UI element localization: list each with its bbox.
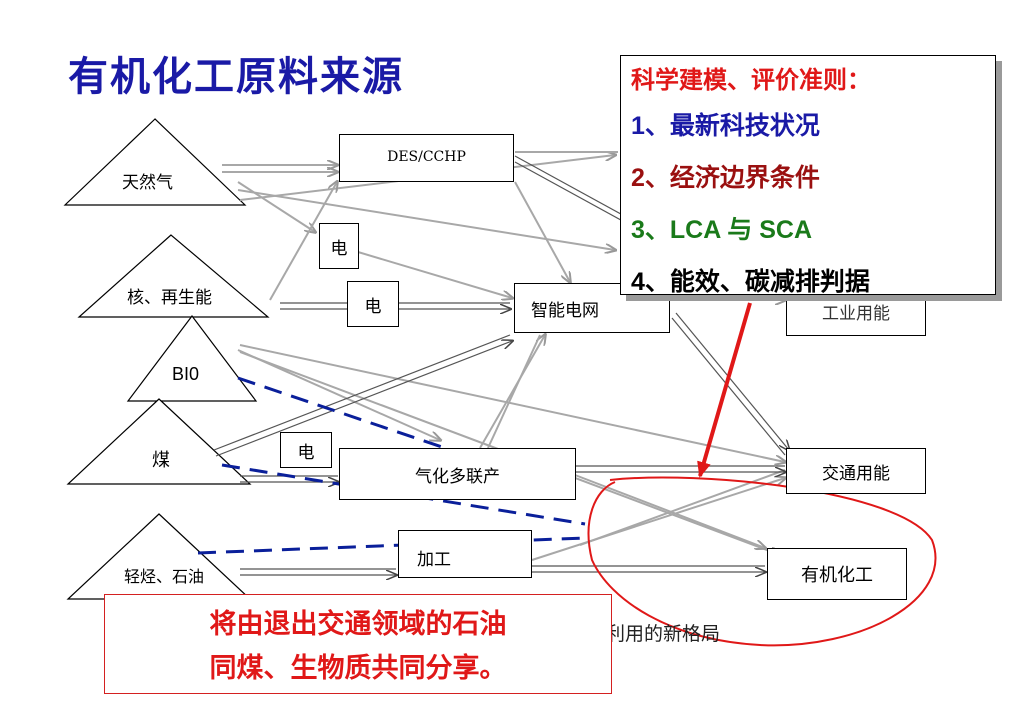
arrow-gas-mid (237, 189, 615, 250)
criteria-item-3: 3、LCA 与 SCA (631, 216, 813, 244)
arrow-gas-elec (237, 181, 315, 232)
criteria-item-2: 2、经济边界条件 (631, 163, 820, 192)
source-nuclear-renewable: 核、再生能 (127, 288, 212, 308)
note-line-1: 将由退出交通领域的石油 (209, 609, 507, 640)
highlight-arrow (697, 302, 752, 478)
box-des-cchp: DES/CCHP (339, 134, 514, 182)
caption: 利用的新格局 (606, 623, 721, 645)
box-transport: 交通用能 (786, 448, 926, 494)
triangle-bio (126, 315, 258, 402)
box-electricity-1: 电 (319, 223, 359, 269)
criteria-item-1: 1、最新科技状况 (631, 111, 820, 140)
box-electricity-2: 电 (347, 281, 399, 327)
arrow-bio-gasif (237, 349, 440, 440)
box-processing: 加工 (398, 530, 532, 578)
arrow-coal-grid-a (213, 334, 511, 451)
arrow-des-grid (514, 181, 570, 282)
criteria-panel: 科学建模、评价准则： 1、最新科技状况 2、经济边界条件 3、LCA 与 SCA… (620, 55, 996, 296)
arrow-gasif-grid (479, 335, 545, 449)
source-natural-gas: 天然气 (122, 173, 173, 193)
triangle-natural-gas (63, 118, 247, 206)
source-coal: 煤 (152, 450, 170, 471)
box-electricity-3: 电 (280, 432, 332, 468)
box-organic-chem: 有机化工 (767, 548, 907, 600)
source-light-oil: 轻烃、石油 (124, 567, 205, 586)
arrow-nuc-des (269, 182, 337, 301)
note-box: 将由退出交通领域的石油 同煤、生物质共同分享。 (104, 594, 612, 694)
arrow-coal-grid-b (215, 341, 512, 457)
criteria-item-4: 4、能效、碳减排判据 (631, 267, 870, 296)
arrow-gasif-grid-2 (487, 334, 541, 449)
triangle-nuclear (77, 234, 270, 318)
arrow-grid-transport-b (675, 312, 789, 450)
arrow-proc-transport-2 (579, 469, 786, 546)
page-title: 有机化工原料来源 (68, 53, 404, 100)
box-gasification: 气化多联产 (339, 448, 576, 500)
note-line-2: 同煤、生物质共同分享。 (209, 653, 507, 684)
arrow-proc-transport (531, 478, 785, 561)
arrow-grid-transport-a (671, 317, 786, 456)
arrow-elec-grid (357, 251, 512, 298)
source-bio: BI0 (172, 364, 200, 384)
arrow-bio-transport (239, 344, 785, 462)
triangle-coal (66, 398, 252, 485)
criteria-header: 科学建模、评价准则： (631, 65, 871, 94)
